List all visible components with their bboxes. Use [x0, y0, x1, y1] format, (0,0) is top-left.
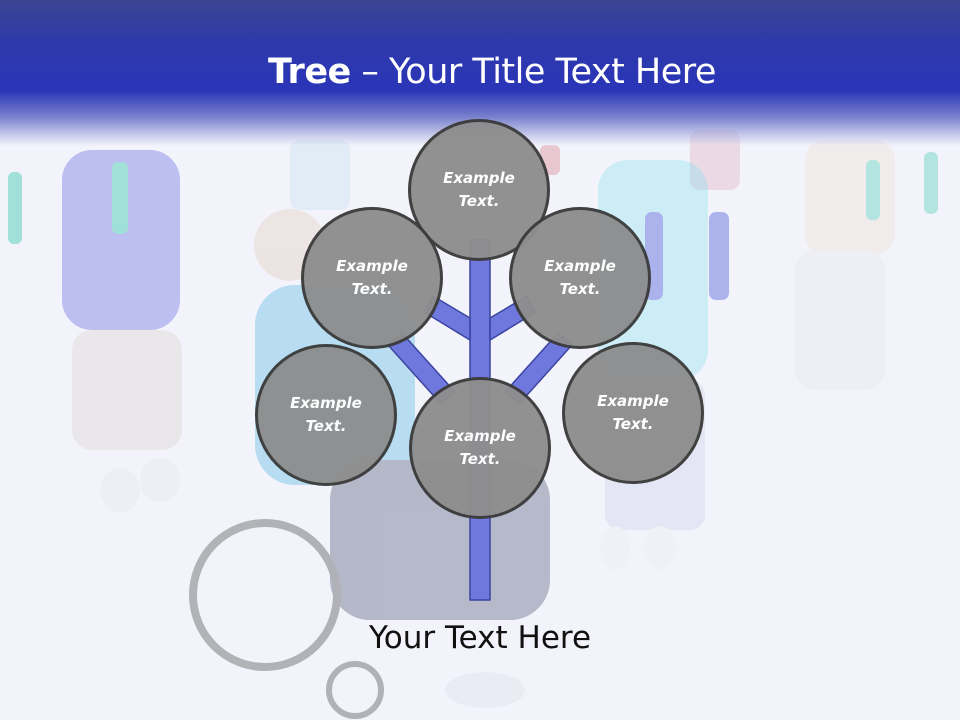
- slide-title: Tree – Your Title Text Here: [0, 52, 960, 92]
- node-top[interactable]: Example Text.: [408, 119, 550, 261]
- node-upper-left-label: Example Text.: [336, 257, 408, 298]
- node-lower-left-label: Example Text.: [290, 394, 362, 435]
- node-top-label: Example Text.: [443, 169, 515, 210]
- title-rest: – Your Title Text Here: [350, 52, 716, 92]
- node-upper-right[interactable]: Example Text.: [509, 207, 651, 349]
- node-lower-right[interactable]: Example Text.: [562, 342, 704, 484]
- node-lower-left[interactable]: Example Text.: [255, 344, 397, 486]
- title-bold: Tree: [268, 52, 351, 92]
- node-upper-left[interactable]: Example Text.: [301, 207, 443, 349]
- node-upper-right-label: Example Text.: [544, 257, 616, 298]
- node-lower-center-label: Example Text.: [444, 427, 516, 468]
- node-lower-right-label: Example Text.: [597, 392, 669, 433]
- node-lower-center[interactable]: Example Text.: [409, 377, 551, 519]
- footer-text[interactable]: Your Text Here: [368, 620, 592, 656]
